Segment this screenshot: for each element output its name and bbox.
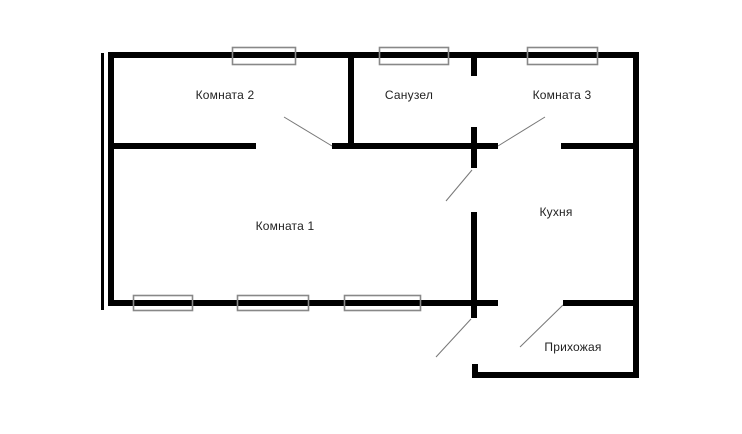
door-room2 bbox=[283, 116, 333, 147]
interior-wall-left bbox=[108, 143, 256, 149]
room-label-komnata-2: Комната 2 bbox=[195, 88, 255, 102]
window-bathroom bbox=[378, 46, 450, 66]
room-label-kuhnya: Кухня bbox=[539, 205, 573, 219]
bathroom-left-wall bbox=[348, 56, 354, 149]
kitchen-hall-wall bbox=[563, 300, 639, 306]
door-kitchen-hall bbox=[519, 304, 564, 348]
top-outer-wall bbox=[108, 52, 639, 58]
room-label-komnata-1: Комната 1 bbox=[255, 219, 315, 233]
interior-wall-middle bbox=[332, 143, 498, 149]
door-room1-kitchen bbox=[445, 169, 473, 202]
window-room1-a bbox=[132, 294, 194, 312]
window-room1-c bbox=[343, 294, 422, 312]
left-outer-wall bbox=[108, 52, 114, 306]
room-label-komnata-3: Комната 3 bbox=[532, 88, 592, 102]
hall-left-wall-stub bbox=[472, 364, 478, 378]
door-entrance bbox=[435, 318, 472, 358]
left-outer-double-line bbox=[101, 53, 104, 310]
right-outer-wall bbox=[633, 52, 639, 378]
window-room3 bbox=[526, 46, 599, 66]
kitchen-left-wall-top bbox=[471, 56, 477, 76]
hall-bottom-wall bbox=[472, 372, 639, 378]
door-room3 bbox=[497, 116, 546, 147]
interior-wall-right bbox=[561, 143, 639, 149]
room-label-sanuzel: Санузел bbox=[384, 88, 434, 102]
room1-bottom-wall bbox=[108, 300, 498, 306]
window-room1-b bbox=[236, 294, 310, 312]
kitchen-left-wall-bottom bbox=[471, 212, 477, 318]
room-label-prihozhaya: Прихожая bbox=[544, 340, 602, 354]
window-room2 bbox=[231, 46, 297, 66]
kitchen-left-wall-mid bbox=[471, 127, 477, 168]
